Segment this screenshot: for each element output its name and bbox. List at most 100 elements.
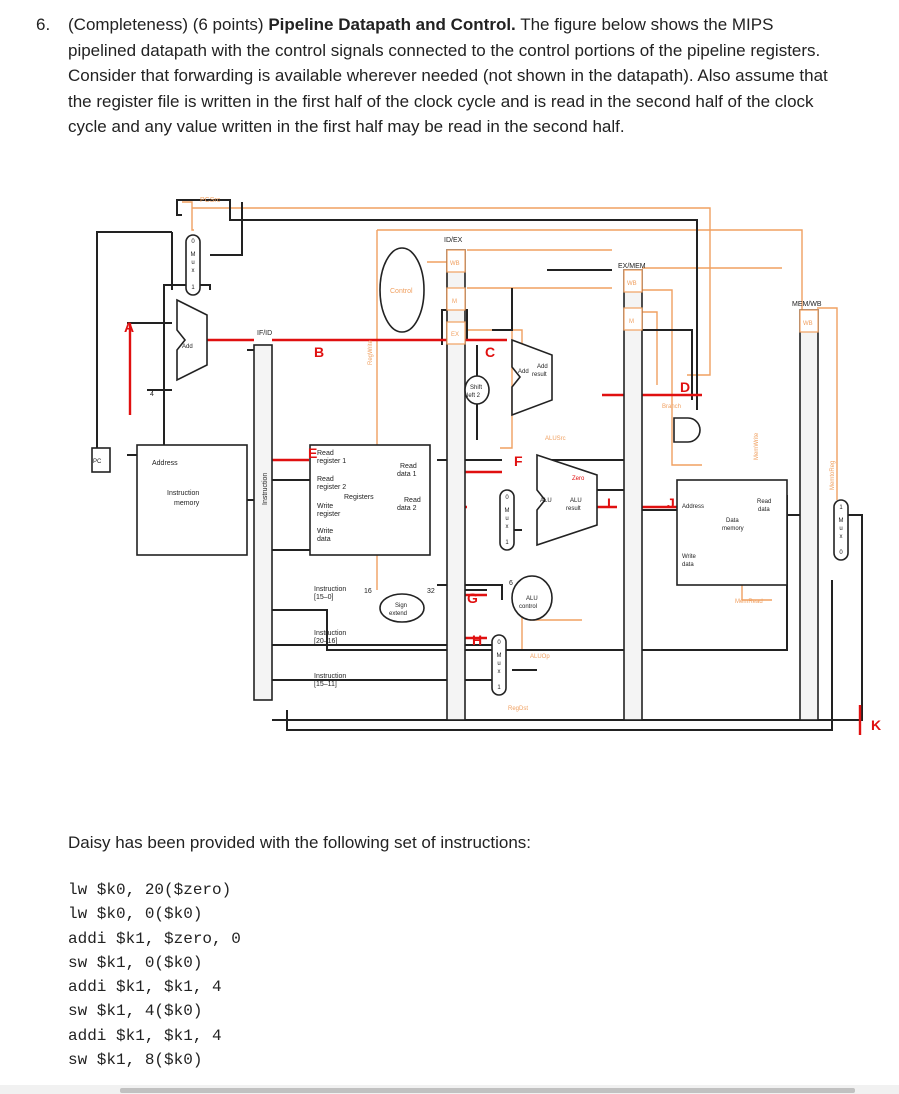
ex-mem-register xyxy=(623,269,643,721)
id-ex-register xyxy=(446,249,466,721)
label-read-reg2-b: register 2 xyxy=(317,484,346,491)
label-add-branch: Add xyxy=(518,369,529,375)
instructions-intro: Daisy has been provided with the followi… xyxy=(68,833,532,852)
regdst-mux-x: x xyxy=(498,669,501,675)
label-address: Address xyxy=(152,460,178,467)
label-instr-15-11-b: [15–11] xyxy=(314,681,337,688)
label-if-id: IF/ID xyxy=(257,330,272,337)
label-16: 16 xyxy=(364,588,372,595)
mem-wb-register xyxy=(799,309,819,721)
label-exmem-wb: WB xyxy=(627,281,637,287)
pipeline-datapath-diagram: PCSrc PC Add 4 Address Instruction memor… xyxy=(82,190,882,755)
label-write-data-a: Write xyxy=(317,528,333,535)
code-line: addi $k1, $k1, 4 xyxy=(68,978,222,997)
regdst-mux-m: M xyxy=(497,653,502,659)
marker-a: A xyxy=(124,319,134,335)
scrollbar-thumb[interactable] xyxy=(120,1088,855,1093)
label-branch: Branch xyxy=(662,404,681,410)
label-instruction-memory-1: Instruction xyxy=(167,490,199,497)
question-prefix: (Completeness) (6 points) xyxy=(68,15,269,34)
label-idex-ex: EX xyxy=(451,332,459,338)
code-line: lw $k0, 0($k0) xyxy=(68,905,203,924)
label-instr-20-16-b: [20–16] xyxy=(314,638,337,645)
label-regdst: RegDst xyxy=(508,706,528,712)
instruction-memory xyxy=(136,444,248,556)
pc-mux-1: 1 xyxy=(191,285,195,291)
pc-register xyxy=(91,447,111,473)
label-sign-a: Sign xyxy=(395,603,407,609)
alusrc-mux-1: 1 xyxy=(505,540,509,546)
marker-g: G xyxy=(467,590,478,606)
shift-left-2 xyxy=(464,375,490,405)
marker-c: C xyxy=(485,344,495,360)
label-read-reg2-a: Read xyxy=(317,476,334,483)
label-memtoreg: MemtoReg xyxy=(830,461,836,490)
memtoreg-mux-u: u xyxy=(839,526,842,532)
label-idex-wb: WB xyxy=(450,261,460,267)
datapath-svg: PCSrc PC Add 4 Address Instruction memor… xyxy=(91,197,881,735)
label-registers: Registers xyxy=(344,494,374,501)
label-read-reg1-b: register 1 xyxy=(317,458,346,465)
muxes xyxy=(185,234,849,696)
marker-k: K xyxy=(871,717,881,733)
label-instr-20-16-a: Instruction xyxy=(314,630,346,637)
code-block: lw $k0, 20($zero) lw $k0, 0($k0) addi $k1,… xyxy=(68,878,241,1072)
stage-control-boxes xyxy=(446,249,819,345)
label-alu-result-a: ALU xyxy=(570,498,582,504)
label-add: Add xyxy=(182,344,193,350)
code-line: sw $k1, 4($k0) xyxy=(68,1002,203,1021)
label-ex-mem: EX/MEM xyxy=(618,263,646,270)
marker-f: F xyxy=(514,453,523,469)
marker-d: D xyxy=(680,379,690,395)
regdst-mux xyxy=(491,634,507,696)
marker-b: B xyxy=(314,344,324,360)
pc-mux-x: x xyxy=(192,268,195,274)
label-four: 4 xyxy=(150,391,154,398)
code-line: sw $k1, 0($k0) xyxy=(68,953,203,972)
pipeline-registers xyxy=(253,249,819,721)
label-pcsrc: PCSrc xyxy=(200,197,221,204)
label-dm-read-b: data xyxy=(758,507,770,513)
label-read-reg1-a: Read xyxy=(317,450,334,457)
label-dm-b: memory xyxy=(722,526,744,532)
marker-i: I xyxy=(607,495,611,511)
memtoreg-mux-m: M xyxy=(839,518,844,524)
label-instr-15-11-a: Instruction xyxy=(314,673,346,680)
memtoreg-mux-0: 0 xyxy=(839,550,843,556)
pc-mux-m: M xyxy=(191,252,196,258)
data-memory xyxy=(676,479,788,586)
code-line: addi $k1, $k1, 4 xyxy=(68,1026,222,1045)
label-shift-a: Shift xyxy=(470,385,482,391)
label-mem-wb: MEM/WB xyxy=(792,301,822,308)
branch-adder xyxy=(511,338,553,417)
label-instr-15-0-a: Instruction xyxy=(314,586,346,593)
regdst-mux-1: 1 xyxy=(497,685,501,691)
memtoreg-mux xyxy=(833,499,849,561)
register-file xyxy=(309,444,431,556)
label-write-data-b: data xyxy=(317,536,331,543)
label-dm-address: Address xyxy=(682,504,704,510)
memtoreg-mux-1: 1 xyxy=(839,505,843,511)
label-alu-control-a: ALU xyxy=(526,596,538,602)
branch-and-gate xyxy=(673,417,701,443)
sign-extend xyxy=(379,593,425,623)
memtoreg-mux-x: x xyxy=(840,534,843,540)
label-alu: ALU xyxy=(540,498,552,504)
label-instr-15-0-b: [15–0] xyxy=(314,594,334,601)
pc-adder xyxy=(176,298,208,382)
code-line: lw $k0, 20($zero) xyxy=(68,881,232,899)
label-dm-read-a: Read xyxy=(757,499,771,505)
label-aluop: ALUOp xyxy=(530,654,550,660)
label-read-data2-a: Read xyxy=(404,497,421,504)
regdst-mux-0: 0 xyxy=(497,640,501,646)
alusrc-mux-u: u xyxy=(505,516,508,522)
question-body: (Completeness) (6 points) Pipeline Datap… xyxy=(68,12,836,140)
marker-h: H xyxy=(472,632,482,648)
blocks xyxy=(91,247,788,623)
label-add-result-b: result xyxy=(532,372,547,378)
label-write-reg-a: Write xyxy=(317,503,333,510)
label-exmem-m: M xyxy=(629,319,634,325)
label-read-data2-b: data 2 xyxy=(397,505,417,512)
control-unit xyxy=(379,247,425,333)
label-alusrc: ALUSrc xyxy=(545,436,566,442)
